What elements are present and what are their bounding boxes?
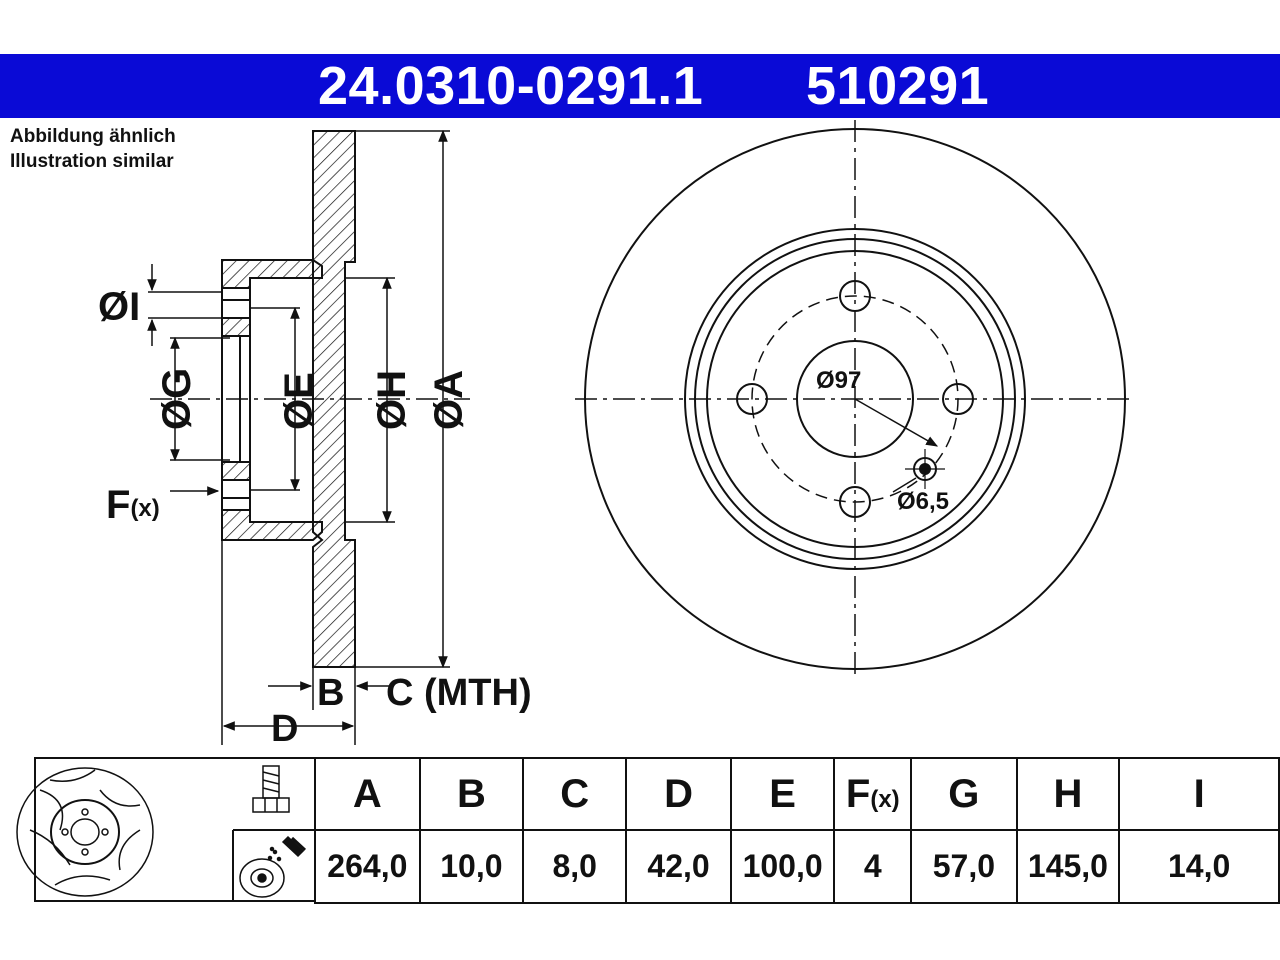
grease-spray-icon: [239, 835, 307, 898]
note-line-de: Abbildung ähnlich: [10, 126, 176, 147]
header-e: E: [729, 757, 836, 831]
value-a: 264,0: [314, 829, 421, 904]
header-f: F(x): [833, 757, 913, 831]
label-hole-dia: Ø6,5: [897, 488, 949, 515]
hat-top-section: [221, 259, 323, 289]
illustration-note: Abbildung ähnlich Illustration similar: [10, 124, 176, 174]
label-f: F(x): [106, 483, 160, 527]
hat-bottom-flange: [221, 461, 251, 481]
value-g: 57,0: [910, 829, 1018, 904]
header-a: A: [314, 757, 421, 831]
section-labels: ØI ØG ØE ØH ØA F(x) B C (MTH) D: [98, 285, 532, 750]
label-dia-e: ØE: [277, 372, 321, 430]
value-f: 4: [833, 829, 913, 904]
label-b: B: [317, 672, 344, 714]
part-number: 24.0310-0291.1: [318, 56, 704, 116]
header-d: D: [625, 757, 732, 831]
value-e: 100,0: [729, 829, 836, 904]
hat-top-flange: [221, 317, 251, 337]
label-dia-i: ØI: [98, 285, 140, 329]
value-h: 145,0: [1015, 829, 1121, 904]
label-c-mth: C (MTH): [386, 672, 532, 714]
header-b: B: [418, 757, 525, 831]
label-bolt-circle: Ø97: [816, 367, 861, 394]
value-d: 42,0: [625, 829, 732, 904]
hole-leader: [892, 477, 917, 493]
reference-number: 510291: [806, 56, 990, 116]
label-dia-g: ØG: [155, 368, 199, 430]
table-value-row: 264,0 10,0 8,0 42,0 100,0 4 57,0 145,0 1…: [314, 829, 1280, 904]
brake-disc-icon: [16, 767, 154, 897]
dimension-lines: [147, 129, 450, 745]
header-i: I: [1118, 757, 1280, 831]
spec-table: A B C D E F(x) G H I 264,0 10,0 8,0 42,0…: [314, 757, 1280, 904]
value-b: 10,0: [418, 829, 525, 904]
note-line-en: Illustration similar: [10, 151, 174, 172]
label-dia-a: ØA: [427, 370, 471, 430]
header-h: H: [1015, 757, 1121, 831]
bolt-icon: [252, 765, 290, 813]
hat-bottom-section: [221, 509, 323, 541]
label-d: D: [271, 708, 298, 750]
value-i: 14,0: [1118, 829, 1280, 904]
header-g: G: [910, 757, 1018, 831]
table-header-row: A B C D E F(x) G H I: [314, 757, 1280, 831]
label-dia-h: ØH: [370, 370, 414, 430]
header-c: C: [522, 757, 628, 831]
icon-cell: [34, 757, 316, 902]
value-c: 8,0: [522, 829, 628, 904]
bolt-circle-leader: [854, 398, 939, 447]
header-banner: 24.0310-0291.1 510291: [0, 54, 1280, 118]
